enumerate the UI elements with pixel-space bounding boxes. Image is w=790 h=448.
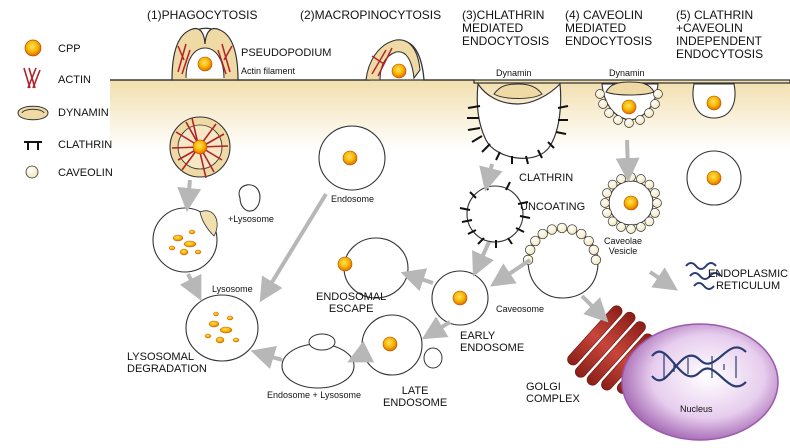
caveolin-bead [566, 224, 578, 235]
endoplasmic-reticulum [685, 262, 721, 290]
cpp-particle [452, 290, 468, 306]
dynamin-label: Dynamin [609, 68, 645, 78]
legend-actin-label: ACTIN [58, 74, 91, 86]
caveosome-label: Caveosome [496, 304, 545, 314]
clathrin-label: CLATHRIN [519, 172, 574, 184]
caveosome-vesicle [522, 222, 602, 299]
golgi-complex-label: GOLGI COMPLEX [526, 381, 580, 405]
caveolin-bead [588, 244, 599, 256]
cpp-particle [623, 195, 639, 211]
caveolin-bead [607, 216, 618, 227]
cpp-particle [706, 95, 722, 111]
cpp-particle [192, 139, 208, 155]
macropinocytosis-ruffle [365, 39, 421, 81]
cpp-particle [706, 170, 722, 186]
caveolin-bead [602, 188, 612, 198]
caveolin-bead [616, 174, 626, 184]
legend-cpp-label: CPP [58, 43, 81, 55]
cpp-particle [391, 63, 407, 79]
caveolae-vesicle-label: Caveolae Vesicle [604, 236, 643, 256]
caveolin-bead [530, 235, 541, 247]
cpp-particle [197, 56, 213, 72]
caveolin-bead [626, 172, 636, 182]
legend-cpp-icon [24, 39, 42, 57]
endosomal-escape-label: ENDOSOMAL ESCAPE [316, 291, 387, 315]
pathway-phagocytosis-title: (1)PHAGOCYTOSIS [147, 8, 258, 22]
phagocytosis-pseudopodium [171, 27, 239, 81]
endosome-lysosome-label: Endosome + Lysosome [267, 390, 361, 400]
endoplasmic-reticulum-label: ENDOPLASMIC RETICULUM [708, 268, 789, 292]
pathway-arrows [177, 139, 678, 369]
legend-clathrin-icon [24, 141, 42, 150]
dynamin-label: Dynamin [496, 68, 532, 78]
legend-caveolin-label: CAVEOLIN [58, 167, 113, 179]
caveolin-bead [602, 208, 612, 218]
pathway-caveolin-title: (4) CAVEOLIN MEDIATED ENDOCYTOSIS [565, 8, 653, 48]
caveolin-bead [650, 188, 660, 198]
lysosome-small [238, 184, 261, 212]
caveolin-bead [590, 254, 602, 266]
caveolin-bead [525, 244, 536, 256]
nucleus [621, 323, 779, 441]
pseudopodium-label: PSEUDOPODIUM [241, 47, 332, 59]
uncoating-label: UNCOATING [520, 201, 586, 213]
endosome-label: Endosome [331, 194, 375, 204]
pathway-macropinocytosis-title: (2)MACROPINOCYTOSIS [300, 8, 442, 22]
caveolin-bead [576, 228, 587, 240]
phagolysosome [152, 207, 218, 273]
clathrin-coated-pit [467, 82, 569, 165]
clathrin-coated-vesicle [459, 181, 531, 248]
cpp-particle [621, 99, 637, 115]
caveolin-bead [616, 222, 626, 232]
caveolin-bead [607, 179, 618, 190]
caveolin-bead [556, 222, 568, 234]
endosome-lysosome-fusion [281, 333, 355, 389]
legend [17, 39, 49, 179]
pathway-independent-title: (5) CLATHRIN +CAVEOLIN INDEPENDENT ENDOC… [676, 8, 764, 61]
caveolin-bead [546, 224, 558, 235]
cpp-particle [342, 150, 358, 166]
caveolin-bead [650, 208, 660, 218]
caveolin-bead [652, 198, 662, 208]
lysosomal-degradation-vesicle [185, 294, 259, 362]
caveolin-bead [600, 198, 610, 208]
early-endosome-label: EARLY ENDOSOME [460, 330, 525, 354]
legend-dynamin-icon [17, 105, 49, 121]
caveolin-bead [644, 216, 655, 227]
caveolin-bead [636, 222, 646, 232]
lysosomal-degradation-label: LYSOSOMAL DEGRADATION [127, 351, 207, 375]
actin-filament-label: Actin filament [241, 66, 296, 76]
caveolin-bead [636, 174, 646, 184]
legend-dynamin-label: DYNAMIN [58, 107, 109, 119]
cpp-particle [337, 256, 353, 272]
legend-clathrin-label: CLATHRIN [58, 139, 113, 151]
caveolin-bead [644, 179, 655, 190]
nucleus-label: Nucleus [680, 404, 713, 414]
lysosome-small [423, 347, 443, 369]
caveolin-bead [583, 235, 594, 247]
plus-lysosome-label: +Lysosome [228, 214, 274, 224]
caveolin-bead [537, 228, 548, 240]
dna-helix-icon [651, 346, 747, 388]
legend-actin-icon [23, 67, 41, 89]
legend-caveolin-icon [25, 165, 39, 179]
lysosome-label: Lysosome [212, 284, 253, 294]
endosomal-escape-vesicle [343, 237, 409, 299]
cpp-particle [382, 336, 398, 352]
pathway-clathrin-title: (3)CHLATHRIN MEDIATED ENDOCYTOSIS [462, 8, 550, 48]
caveolin-bead [626, 224, 636, 234]
late-endosome-label: LATE ENDOSOME [383, 385, 448, 409]
